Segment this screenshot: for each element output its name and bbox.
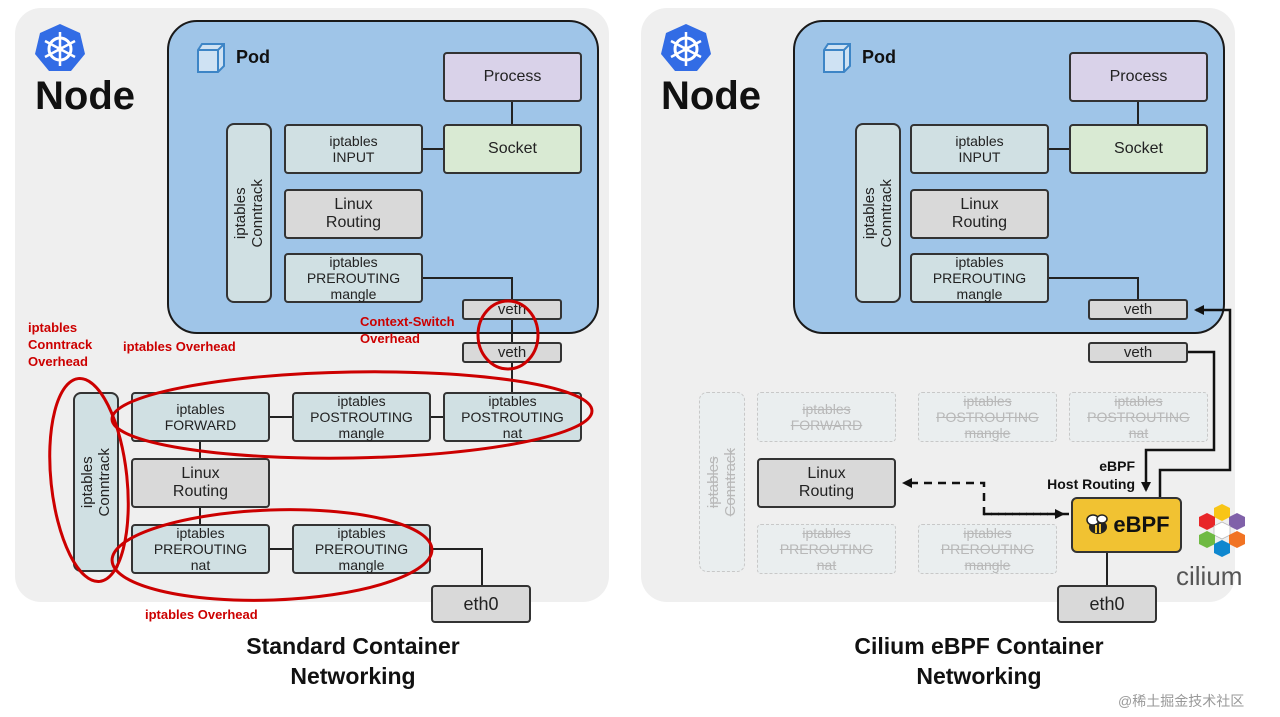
linux-routing-host-box: Linux Routing xyxy=(131,458,270,508)
process-label: Process xyxy=(1109,67,1168,85)
linux-routing-pod-box: Linux Routing xyxy=(284,189,423,239)
process-box: Process xyxy=(1069,52,1208,102)
iptables-prerouting-nat-label: iptables PREROUTING nat xyxy=(153,524,248,574)
pod-cube-icon xyxy=(823,43,851,73)
caption-standard: Standard Container Networking xyxy=(246,633,460,689)
socket-label: Socket xyxy=(1114,139,1163,157)
linux-routing-host-box: Linux Routing xyxy=(757,458,896,508)
ghost-conntrack-box: iptables Conntrack xyxy=(699,392,745,572)
iptables-prerouting-mangle-host-box: iptables PREROUTING mangle xyxy=(292,524,431,574)
linux-routing-pod-box: Linux Routing xyxy=(910,189,1049,239)
cilium-logo-text: cilium xyxy=(1176,561,1243,591)
process-label: Process xyxy=(483,67,542,85)
conntrack-pod-box: iptables Conntrack xyxy=(226,123,272,303)
cilium-hexagon-logo xyxy=(1199,504,1245,557)
annotation-iptables-overhead-top: iptables Overhead xyxy=(123,339,236,354)
ghost-iptables-prerouting-nat-box: iptables PREROUTING nat xyxy=(757,524,896,574)
ghost-iptables-postrouting-nat-box: iptables POSTROUTING nat xyxy=(1069,392,1208,442)
iptables-forward-box: iptables FORWARD xyxy=(131,392,270,442)
veth-pod-label: veth xyxy=(497,300,527,318)
node-title: Node xyxy=(35,74,135,118)
linux-routing-host-label: Linux Routing xyxy=(172,464,229,500)
veth-host-label: veth xyxy=(1123,343,1153,361)
ebpf-bee-icon xyxy=(1086,514,1109,534)
veth-host-box: veth xyxy=(1088,342,1188,363)
veth-pod-box: veth xyxy=(1088,299,1188,320)
linux-routing-host-label: Linux Routing xyxy=(798,464,855,500)
socket-box: Socket xyxy=(443,124,582,174)
caption-cilium: Cilium eBPF Container Networking xyxy=(854,633,1104,689)
socket-label: Socket xyxy=(488,139,537,157)
annotation-conntrack-overhead: iptables Conntrack Overhead xyxy=(28,320,93,369)
ghost-iptables-postrouting-nat-label: iptables POSTROUTING nat xyxy=(1087,392,1190,442)
linux-routing-pod-label: Linux Routing xyxy=(951,195,1008,231)
ghost-iptables-forward-label: iptables FORWARD xyxy=(790,400,863,433)
iptables-postrouting-mangle-label: iptables POSTROUTING mangle xyxy=(310,392,413,442)
iptables-prerouting-nat-box: iptables PREROUTING nat xyxy=(131,524,270,574)
pod-cube-icon xyxy=(197,43,225,73)
kubernetes-logo xyxy=(35,24,85,71)
iptables-input-label: iptables INPUT xyxy=(955,132,1004,165)
eth0-left-label: eth0 xyxy=(463,593,499,614)
iptables-input-box: iptables INPUT xyxy=(910,124,1049,174)
iptables-prerouting-mangle-pod-label: iptables PREROUTING mangle xyxy=(932,253,1027,303)
ebpf-logo-text: eBPF xyxy=(1113,512,1170,537)
iptables-forward-label: iptables FORWARD xyxy=(164,400,237,433)
iptables-postrouting-mangle-box: iptables POSTROUTING mangle xyxy=(292,392,431,442)
ebpf-logo-box: eBPF xyxy=(1071,497,1182,553)
node-title: Node xyxy=(661,74,761,118)
iptables-input-label: iptables INPUT xyxy=(329,132,378,165)
kubernetes-logo xyxy=(661,24,711,71)
iptables-input-box: iptables INPUT xyxy=(284,124,423,174)
eth0-right-label: eth0 xyxy=(1089,593,1125,614)
iptables-postrouting-nat-label: iptables POSTROUTING nat xyxy=(461,392,564,442)
iptables-prerouting-mangle-host-label: iptables PREROUTING mangle xyxy=(314,524,409,574)
linux-routing-pod-label: Linux Routing xyxy=(325,195,382,231)
ghost-iptables-prerouting-mangle-box: iptables PREROUTING mangle xyxy=(918,524,1057,574)
ebpf-host-routing-label: eBPF Host Routing xyxy=(1047,458,1135,492)
watermark: @稀土掘金技术社区 xyxy=(1118,693,1245,709)
conntrack-pod-box: iptables Conntrack xyxy=(855,123,901,303)
process-box: Process xyxy=(443,52,582,102)
iptables-prerouting-mangle-pod-box: iptables PREROUTING mangle xyxy=(910,253,1049,303)
ghost-iptables-forward-box: iptables FORWARD xyxy=(757,392,896,442)
socket-box: Socket xyxy=(1069,124,1208,174)
pod-title: Pod xyxy=(236,47,270,67)
veth-host-label: veth xyxy=(497,343,527,361)
eth0-right-box: eth0 xyxy=(1057,585,1157,623)
veth-pod-box: veth xyxy=(462,299,562,320)
iptables-prerouting-mangle-pod-label: iptables PREROUTING mangle xyxy=(306,253,401,303)
iptables-prerouting-mangle-pod-box: iptables PREROUTING mangle xyxy=(284,253,423,303)
annotation-context-switch: Context-Switch Overhead xyxy=(360,314,455,346)
ghost-iptables-prerouting-nat-label: iptables PREROUTING nat xyxy=(779,524,874,574)
ghost-iptables-postrouting-mangle-box: iptables POSTROUTING mangle xyxy=(918,392,1057,442)
ghost-iptables-prerouting-mangle-label: iptables PREROUTING mangle xyxy=(940,524,1035,574)
veth-pod-label: veth xyxy=(1123,300,1153,318)
eth0-left-box: eth0 xyxy=(431,585,531,623)
pod-title: Pod xyxy=(862,47,896,67)
annotation-iptables-overhead-bottom: iptables Overhead xyxy=(145,607,258,622)
ghost-iptables-postrouting-mangle-label: iptables POSTROUTING mangle xyxy=(936,392,1039,442)
